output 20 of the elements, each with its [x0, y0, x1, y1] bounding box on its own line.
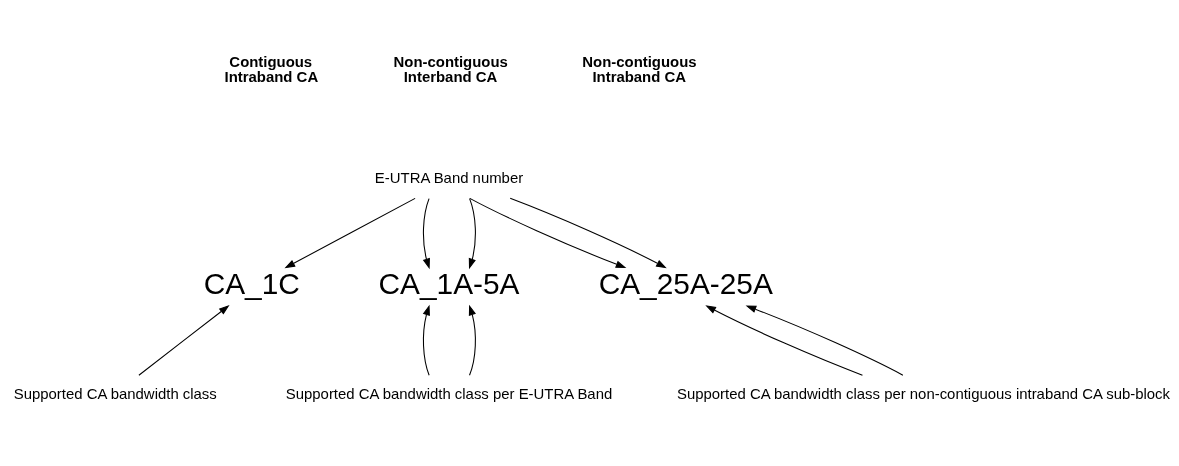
arrow [745, 305, 904, 376]
label: Non-contiguous Intraband CA [582, 53, 697, 86]
node-text: CA_1C [203, 267, 300, 301]
arrow [509, 197, 667, 269]
node-text: Supported CA bandwidth class [13, 384, 217, 402]
node-text: Supported CA bandwidth class per non-contiguous intraband CA sub-block [676, 384, 1171, 402]
arrow [705, 305, 863, 376]
label: Non-contiguous Interband CA [393, 53, 508, 86]
arrow [469, 197, 627, 269]
node-text: CA_25A-25A [598, 267, 773, 301]
node-text: CA_1A-5A [378, 267, 520, 301]
node-text: E-UTRA Band number [374, 169, 524, 187]
node-text: Supported CA bandwidth class per E-UTRA Band [285, 384, 613, 402]
label: Contiguous Intraband CA [224, 53, 319, 86]
arrow [284, 197, 416, 269]
arrow [468, 304, 476, 376]
arrow [138, 305, 230, 376]
arrow [422, 198, 430, 270]
arrow [468, 198, 476, 270]
arrow [422, 304, 430, 376]
